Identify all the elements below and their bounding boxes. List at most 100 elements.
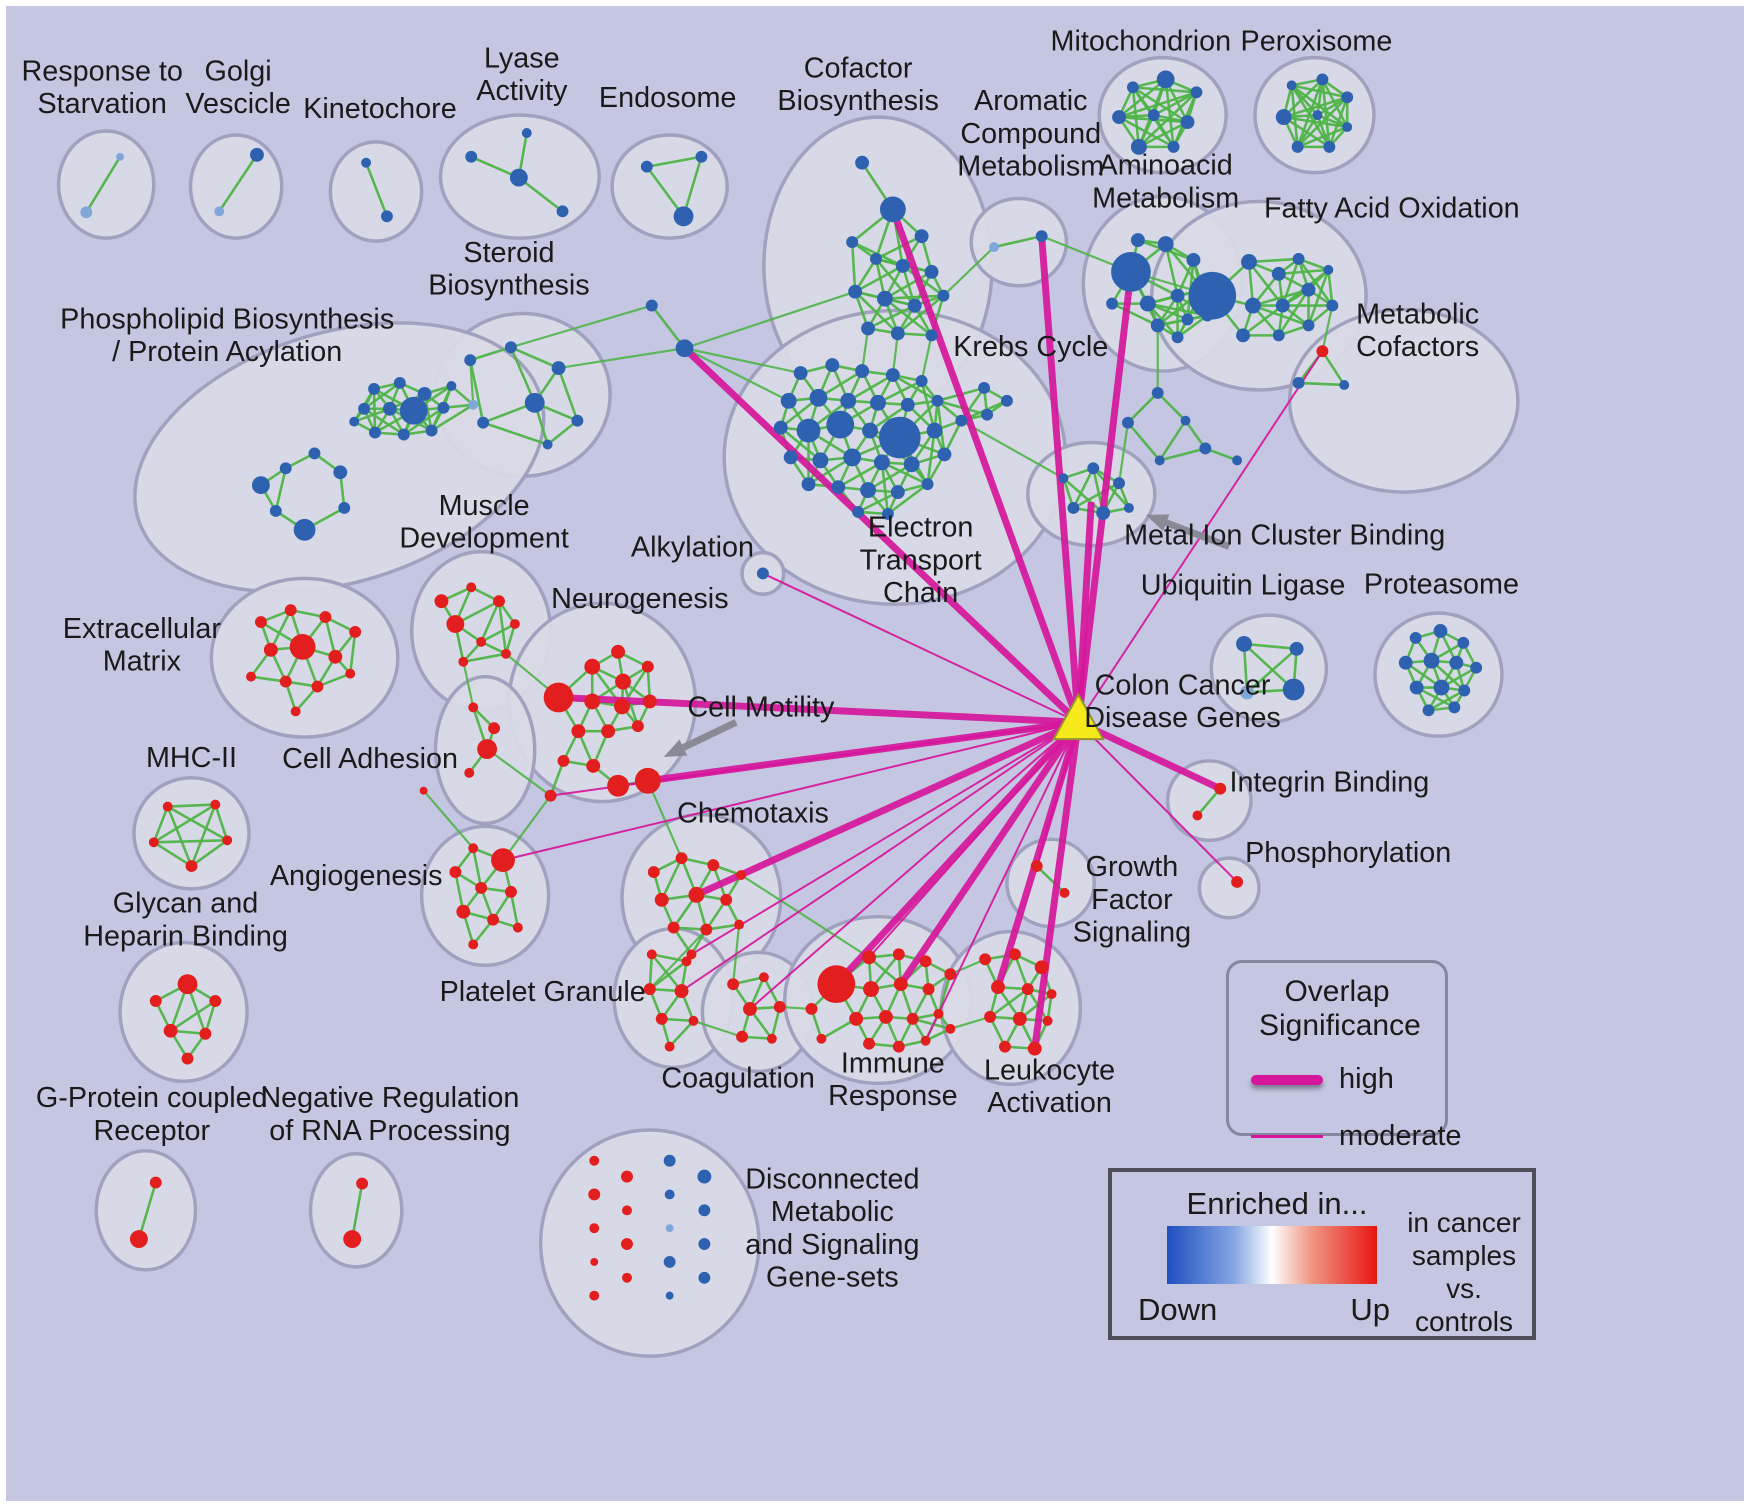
gene-set-node [622,1272,632,1283]
gene-set-node [319,611,332,624]
gene-set-node [1272,329,1285,342]
high-label: high [1339,1063,1394,1095]
gene-set-node [1030,860,1043,873]
gene-set-node [773,1001,786,1013]
gene-set-node [308,447,321,460]
gene-set-node [476,636,487,647]
gene-set-node [293,518,316,541]
gene-set-node [1291,140,1304,153]
gene-set-node [907,298,922,313]
gene-set-node [1147,109,1160,122]
gene-set-node [756,567,769,580]
gene-set-node [1096,505,1111,520]
gene-set-node [1171,331,1184,344]
gene-set-node [984,1010,997,1023]
gene-set-node [881,507,894,520]
gene-set-node [698,1271,711,1284]
gene-set-node [589,1155,600,1166]
gene-set-node [1124,503,1134,513]
gene-set-node [698,1204,711,1217]
gene-set-node [1035,230,1048,243]
gene-set-node [615,673,631,690]
gene-set-node [349,416,360,427]
gene-set-node [1154,455,1165,466]
gene-set-node [399,396,428,425]
gene-set-node [643,983,656,996]
gene-set-node [333,465,348,480]
gene-set-node [468,399,479,410]
gene-set-node [688,1015,699,1026]
gene-set-node [1241,254,1257,270]
cluster-bubble-fatty-acid-oxidation [1150,199,1368,392]
gene-set-node [214,206,225,217]
gene-set-node [1186,253,1201,267]
gene-set-node [1339,379,1350,390]
gene-set-node [1180,115,1195,130]
gene-set-node [614,698,630,715]
pointer-arrow [681,719,738,751]
gene-set-node [870,253,882,265]
gene-set-node [1240,685,1254,700]
gene-set-node [557,754,570,767]
gene-set-node [1214,782,1227,795]
gene-set-node [504,885,517,898]
gene-set-node [720,893,733,906]
gene-set-node [1000,394,1013,407]
gene-set-node [1245,297,1261,314]
enrichment-down-label: Down [1138,1292,1218,1327]
gene-set-node [349,626,362,638]
label-ubiquitin-ligase: Ubiquitin Ligase [1141,569,1346,601]
gene-set-node [1122,416,1134,429]
gene-set-node [1042,1015,1053,1026]
gene-set-node [279,462,292,475]
gene-set-node [252,476,270,495]
layer-magenta [502,208,1324,1050]
gene-set-node [1275,109,1292,126]
gene-set-node [773,420,788,435]
gene-set-node [590,1257,599,1266]
gene-set-node [1231,876,1244,888]
gene-set-node [1199,442,1212,455]
label-alkylation: Alkylation [631,532,754,564]
overlap-edge-high [1076,719,1222,792]
gene-set-node [849,1011,864,1026]
gene-set-node [488,722,501,735]
gene-set-node [361,157,372,168]
gene-set-node [673,206,694,227]
label-phospholipid-biosynthesis: Phospholipid Biosynthesis/ Protein Acyla… [60,303,394,368]
gene-set-node [876,290,893,307]
gene-set-node [343,1230,362,1249]
legend-overlap-significance: Overlap Significance high moderate [1226,960,1462,1152]
gene-set-node [116,152,125,161]
gene-set-node [1113,477,1125,490]
gene-set-node [542,439,553,450]
gene-set-node [446,615,465,633]
gene-set-node [1112,110,1126,125]
label-endosome: Endosome [599,82,736,114]
gene-set-node [1232,455,1243,466]
gene-set-node [695,150,708,163]
gene-set-node [890,326,905,341]
legend-overlap-title: Overlap Significance [1259,975,1421,1042]
gene-set-node [664,1189,675,1200]
label-fatty-acid-oxidation: Fatty Acid Oxidation [1264,192,1520,224]
gene-set-node [491,848,515,873]
label-integrin-binding: Integrin Binding [1229,767,1429,799]
cluster-bubble-phosphorylation [1197,856,1261,920]
gene-set-node [588,1188,601,1201]
gene-set-node [840,392,857,409]
gene-set-node [468,843,479,854]
gene-set-node [1342,122,1353,132]
gene-set-node [456,904,471,919]
gene-set-node [512,922,523,933]
gene-set-node [181,1052,194,1065]
gene-set-node [743,1002,757,1016]
gene-set-node [783,450,798,465]
gene-set-node [328,649,343,664]
pointer-arrow [1164,519,1231,550]
